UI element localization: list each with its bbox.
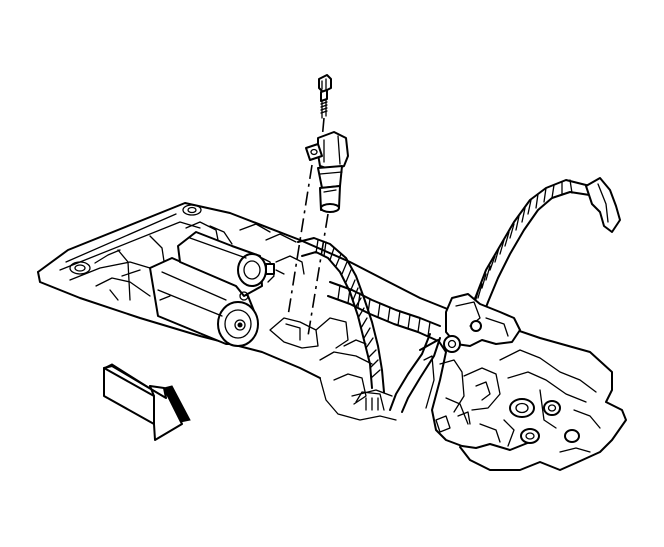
starter-motor bbox=[149, 221, 285, 347]
engine-valley bbox=[239, 223, 397, 421]
direction-arrow bbox=[102, 363, 191, 441]
transmission-housing bbox=[419, 293, 601, 453]
wiring-harness bbox=[297, 177, 621, 413]
sensor-guide-right bbox=[307, 213, 329, 337]
sensor-guide-left bbox=[287, 164, 313, 317]
position-sensor bbox=[305, 131, 349, 213]
engine-block bbox=[37, 202, 627, 471]
bolt-centerline bbox=[321, 117, 325, 141]
sensor-bolt bbox=[318, 74, 332, 119]
sensor-bore bbox=[269, 317, 319, 349]
